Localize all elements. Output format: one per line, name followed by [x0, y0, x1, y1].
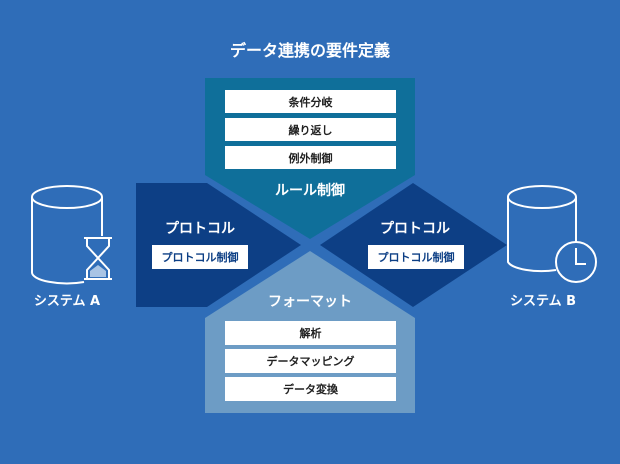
system-a-label: システム A	[33, 294, 101, 309]
protocol-right-item: プロトコル制御	[368, 245, 464, 269]
format-item: 解析	[225, 321, 396, 345]
rule-item: 繰り返し	[225, 118, 396, 141]
format-item: データマッピング	[225, 349, 396, 373]
protocol-right-label: プロトコル	[380, 221, 450, 237]
hourglass-icon	[84, 237, 112, 280]
system-b-label: システム B	[509, 294, 577, 309]
format-item: データ変換	[225, 377, 396, 401]
format-label: フォーマット	[268, 294, 352, 310]
rule-label: ルール制御	[275, 183, 345, 199]
protocol-left-item: プロトコル制御	[152, 245, 248, 269]
protocol-left-label: プロトコル	[165, 221, 235, 237]
rule-item: 例外制御	[225, 146, 396, 169]
database-icon-a	[31, 185, 103, 285]
page-title: データ連携の要件定義	[229, 41, 390, 60]
clock-icon	[555, 241, 597, 283]
database-icon-b	[507, 185, 577, 273]
rule-item: 条件分岐	[225, 90, 396, 113]
